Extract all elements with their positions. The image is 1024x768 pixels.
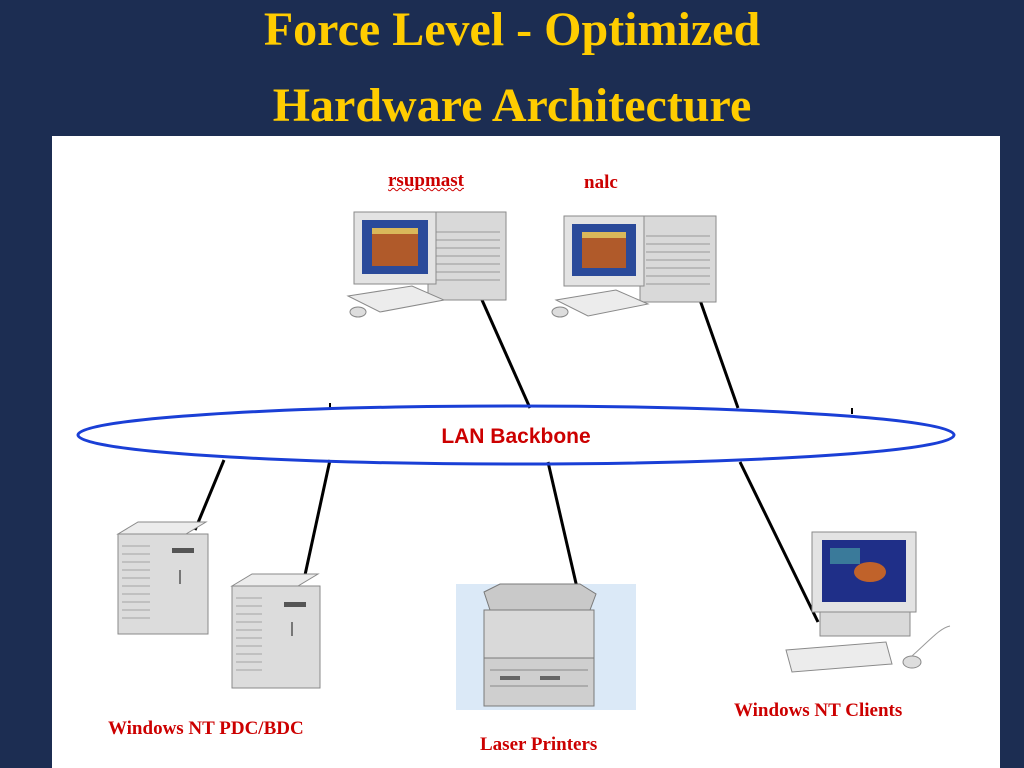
server-pdc xyxy=(116,521,209,635)
keyboard xyxy=(785,641,893,673)
tower-case xyxy=(639,215,717,303)
label-printers: Laser Printers xyxy=(480,734,598,755)
link-server-1 xyxy=(193,459,226,531)
workstation-rsupmast xyxy=(346,211,507,318)
server-case xyxy=(117,533,209,635)
lan-backbone-ellipse xyxy=(76,404,956,466)
link-nalc xyxy=(698,299,740,409)
windows-nt-client xyxy=(785,531,951,673)
label-clients: Windows NT Clients xyxy=(734,700,903,721)
link-rsupmast xyxy=(480,299,532,409)
keyboard xyxy=(554,289,650,317)
workstation-nalc xyxy=(551,215,717,318)
mouse xyxy=(902,655,922,669)
mouse xyxy=(551,306,569,318)
server-case xyxy=(231,585,321,689)
link-server-2 xyxy=(303,459,332,576)
label-rsupmast: rsupmast xyxy=(388,170,465,191)
lan-backbone-label: LAN Backbone xyxy=(441,425,590,448)
server-bdc xyxy=(230,573,321,689)
link-printer xyxy=(546,461,580,593)
network-links xyxy=(193,299,853,623)
lan-backbone: LAN Backbone xyxy=(76,404,956,466)
desktop-base xyxy=(819,611,911,637)
mouse xyxy=(349,306,367,318)
label-nalc: nalc xyxy=(584,172,618,193)
laser-printer xyxy=(456,583,636,710)
slide-title-line-1: Force Level - Optimized xyxy=(263,3,761,56)
keyboard xyxy=(346,285,446,313)
slide-title-line-2: Hardware Architecture xyxy=(272,79,752,132)
link-client xyxy=(738,461,820,623)
label-servers: Windows NT PDC/BDC xyxy=(108,718,304,739)
